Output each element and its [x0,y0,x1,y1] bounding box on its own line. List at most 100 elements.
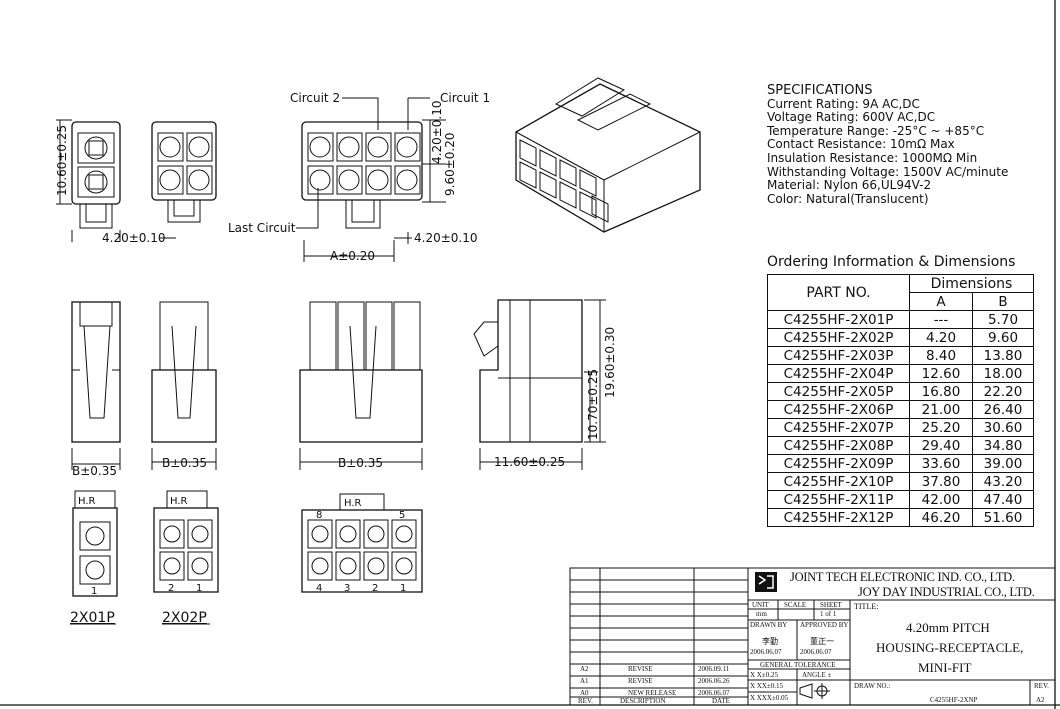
drawing-number-header: DRAW NO.: [854,682,891,690]
approved-by-header: APPROVED BY [800,621,849,629]
cell-dim-b: 34.80 [972,436,1034,455]
rev-description: REVISE [628,677,653,685]
dim-b-3: B±0.35 [338,456,383,470]
cell-dim-a: 46.20 [909,508,973,527]
pin-1-label-b: 1 [196,583,202,594]
label-last-circuit: Last Circuit [228,221,296,235]
cell-dim-a: --- [909,310,973,329]
approved-by-name: 董正一 [810,637,834,646]
sheet-header: SHEET [820,601,842,609]
ordering-table: PART NO. Dimensions A B C4255HF-2X01P---… [767,274,1034,527]
pin-2-label-a: 2 [168,583,174,594]
title-line-2: HOUSING-RECEPTACLE, [876,640,1024,655]
hr-label-1: H.R [78,496,96,507]
cell-dim-a: 4.20 [909,328,973,347]
company-name-1: JOINT TECH ELECTRONIC IND. CO., LTD. [790,570,1015,584]
cell-dim-b: 18.00 [972,364,1034,383]
cell-part-number: C4255HF-2X07P [767,418,910,437]
dim-pitch-vertical: 4.20±0.10 [430,101,444,165]
side-view-2x02p [151,301,217,470]
title-header: TITLE: [854,602,879,611]
rev-code: A2 [580,665,589,673]
pin-5-label: 5 [399,510,405,521]
cell-dim-b: 30.60 [972,418,1034,437]
company-name-2: JOY DAY INDUSTRIAL CO., LTD. [858,585,1035,599]
drawn-by-date: 2006.06.07 [750,648,782,656]
spec-line: Color: Natural(Translucent) [767,191,929,206]
cell-part-number: C4255HF-2X03P [767,346,910,365]
desc-col-header: DESCRIPTION [620,697,666,705]
cell-dim-b: 13.80 [972,346,1034,365]
front-view-2x01p [56,119,121,242]
side-view-2x04p [299,301,423,470]
cell-part-number: C4255HF-2X05P [767,382,910,401]
cell-part-number: C4255HF-2X02P [767,328,910,347]
col-dimensions: Dimensions [909,274,1034,293]
cell-part-number: C4255HF-2X06P [767,400,910,419]
cell-dim-b: 39.00 [972,454,1034,473]
cell-part-number: C4255HF-2X11P [767,490,910,509]
approved-by-date: 2006.06.07 [800,648,832,656]
dim-b-2: B±0.35 [162,456,207,470]
pin-3-label: 3 [344,583,350,594]
title-block-grid [569,567,1056,706]
drawn-by-name: 李勤 [762,637,778,646]
cell-dim-a: 42.00 [909,490,973,509]
spec-line: Insulation Resistance: 1000MΩ Min [767,150,978,165]
bottom-view-2x02p [153,490,219,593]
sheet-value: 1 of 1 [820,610,837,618]
spec-line: Voltage Rating: 600V AC,DC [767,110,936,125]
pin-2-label-b: 2 [372,583,378,594]
cell-dim-a: 16.80 [909,382,973,401]
tolerance-3: X XXX±0.05 [750,694,789,702]
front-view-2x04p [296,97,446,262]
angle-label: ANGLE ± [802,671,832,679]
rev-date: 2006.09.11 [698,665,730,673]
cell-part-number: C4255HF-2X12P [767,508,910,527]
tolerance-1: X X±0.25 [750,671,778,679]
pin-8-label: 8 [316,510,322,521]
dim-side-height-2: 19.60±0.30 [603,327,617,398]
rev-description: NEW RELEASE [628,689,677,697]
isometric-view [515,77,701,233]
cell-dim-b: 43.20 [972,472,1034,491]
bottom-view-2x01p [72,490,118,597]
model-label-2x02p: 2X02P [162,610,207,626]
cell-dim-a: 12.60 [909,364,973,383]
bottom-view-2x04p [301,493,423,593]
dim-height-1: 10.60±0.25 [55,125,69,196]
hr-label-3: H.R [344,498,362,509]
dim-side-width: 11.60±0.25 [494,455,565,469]
dim-width-1: 4.20±0.10 [102,231,166,245]
scale-header: SCALE [784,601,807,609]
side-view-2x01p [71,301,121,470]
revision-value: A2 [1036,696,1045,704]
pin-1-label-c: 1 [400,583,406,594]
table-row: C4255HF-2X01P---5.70 [767,310,1034,329]
cell-dim-b: 47.40 [972,490,1034,509]
date-col-header: DATE [712,697,730,705]
cell-dim-a: 29.40 [909,436,973,455]
pin-1-label-a: 1 [91,586,97,597]
unit-value: mm [756,610,767,618]
rev-code: A1 [580,677,589,685]
rev-date: 2006.06.26 [698,677,730,685]
pin-4-label: 4 [316,583,322,594]
cell-part-number: C4255HF-2X09P [767,454,910,473]
cell-dim-b: 51.60 [972,508,1034,527]
col-a: A [909,292,973,311]
cell-dim-a: 25.20 [909,418,973,437]
cell-part-number: C4255HF-2X04P [767,364,910,383]
projection-symbol [799,683,830,699]
ordering-title: Ordering Information & Dimensions [767,254,1016,270]
cell-dim-b: 22.20 [972,382,1034,401]
cell-dim-a: 21.00 [909,400,973,419]
cell-dim-b: 26.40 [972,400,1034,419]
drawn-by-header: DRAWN BY [750,621,788,629]
